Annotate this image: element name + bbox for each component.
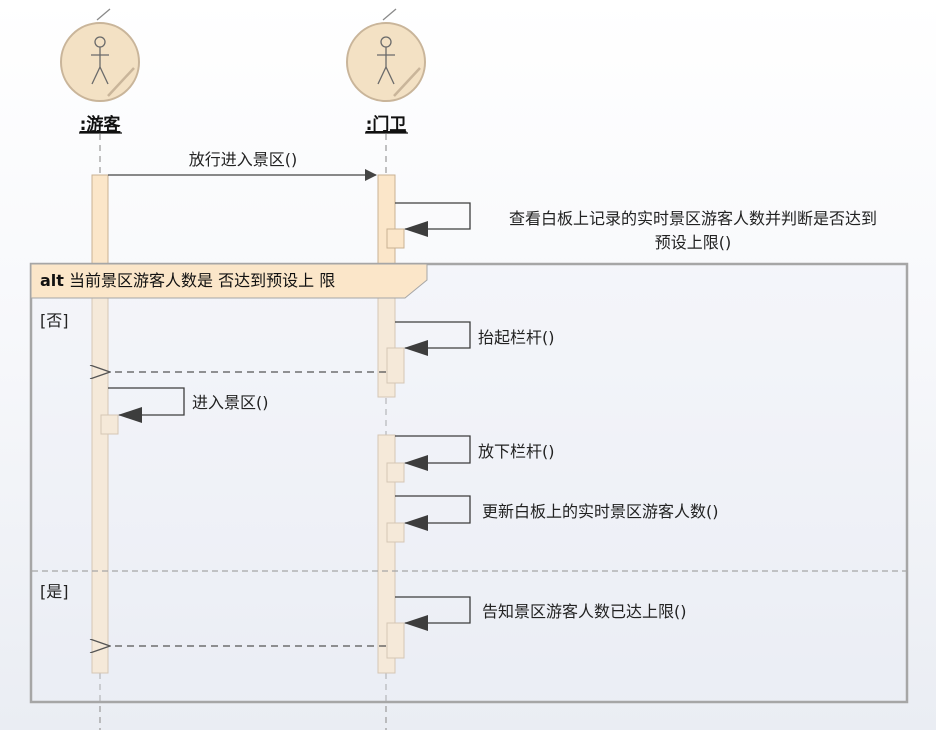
nested-activation xyxy=(386,228,405,249)
nested-activation xyxy=(386,462,405,483)
message-label: 告知景区游客人数已达上限() xyxy=(482,602,687,621)
actor-name-visitor: :游客 xyxy=(80,114,122,135)
nested-activation xyxy=(386,622,405,659)
fragment-keyword: alt xyxy=(40,271,64,290)
message-m7[interactable]: 更新白板上的实时景区游客人数() xyxy=(395,495,719,531)
message-line xyxy=(108,387,185,423)
alt-fragment[interactable]: alt 当前景区游客人数是 否达到预设上 限 [否] [是] xyxy=(29,262,909,704)
nested-activation xyxy=(100,414,119,435)
message-label: 进入景区() xyxy=(192,393,269,412)
fragment-title: alt 当前景区游客人数是 否达到预设上 限 xyxy=(40,271,335,290)
nested-activation xyxy=(386,347,405,384)
message-m8[interactable]: 告知景区游客人数已达上限() xyxy=(395,596,687,631)
guard-yes: [是] xyxy=(40,582,69,601)
message-m6[interactable]: 放下栏杆() xyxy=(395,435,555,471)
message-m5[interactable]: 进入景区() xyxy=(108,387,269,423)
actor-name-guard: :门卫 xyxy=(366,114,407,135)
activation-guard-2 xyxy=(377,434,396,674)
message-m2[interactable]: 查看白板上记录的实时景区游客人数并判断是否达到 预设上限() xyxy=(395,202,877,252)
actor-stick-figure-icon xyxy=(91,36,109,85)
message-line xyxy=(395,596,471,631)
fragment-frame xyxy=(29,262,909,704)
message-label-line2: 预设上限() xyxy=(655,233,732,252)
fragment-label-pentagon xyxy=(30,263,428,299)
guard-no: [否] xyxy=(40,311,69,330)
actor-decoration-stroke xyxy=(107,67,135,97)
message-label: 放行进入景区() xyxy=(189,150,298,169)
message-label: 放下栏杆() xyxy=(478,442,555,461)
fragment-condition: 当前景区游客人数是 否达到预设上 限 xyxy=(69,271,335,290)
message-line xyxy=(395,202,471,237)
actor-visitor[interactable]: :游客 xyxy=(60,8,140,135)
actor-guard[interactable]: :门卫 xyxy=(346,8,426,135)
message-line xyxy=(395,321,471,356)
message-label-line1: 查看白板上记录的实时景区游客人数并判断是否达到 xyxy=(509,209,877,228)
message-m3[interactable]: 抬起栏杆() xyxy=(395,321,555,356)
message-m1[interactable]: 放行进入景区() xyxy=(108,150,377,181)
actor-decoration-stroke xyxy=(96,8,111,21)
nested-activation xyxy=(386,522,405,543)
actor-decoration-stroke xyxy=(382,8,397,21)
message-label: 抬起栏杆() xyxy=(478,328,555,347)
message-label: 更新白板上的实时景区游客人数() xyxy=(482,502,719,521)
message-line xyxy=(395,435,471,471)
message-line xyxy=(395,495,471,531)
actor-stick-figure-icon xyxy=(377,36,395,85)
actor-decoration-stroke xyxy=(393,67,421,97)
